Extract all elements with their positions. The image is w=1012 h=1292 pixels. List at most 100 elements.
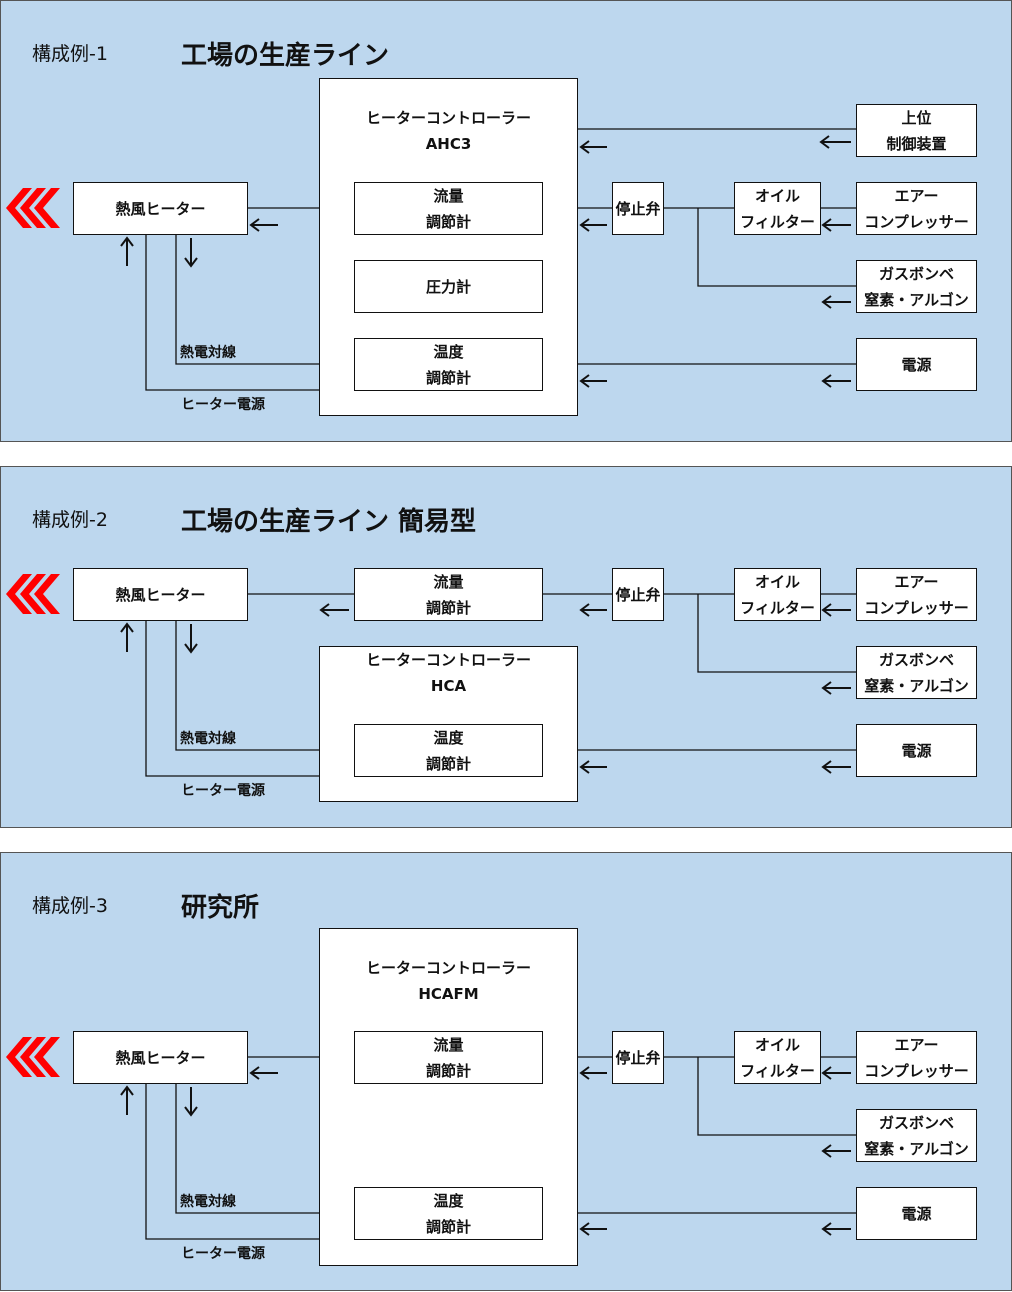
upper-control-label-1: 上位	[901, 108, 932, 127]
gas-cylinder-label-2: 窒素・アルゴン	[864, 1139, 969, 1158]
oil-filter-box: オイル フィルター	[734, 182, 821, 235]
heater-label: 熱風ヒーター	[115, 1048, 206, 1067]
arrow-left-icon	[579, 1066, 607, 1080]
config-label: 構成例-1	[32, 43, 108, 65]
config-panel-2: 構成例-2 工場の生産ライン 簡易型 熱風ヒーター	[0, 466, 1012, 828]
config-panel-1: 構成例-1 工場の生産ライン	[0, 0, 1012, 442]
arrow-left-icon	[579, 140, 607, 154]
power-box: 電源	[856, 338, 977, 391]
flow-meter-label-1: 流量	[433, 572, 464, 591]
oil-filter-label-1: オイル	[754, 572, 800, 591]
pressure-gauge-label: 圧力計	[425, 277, 471, 296]
heater-label: 熱風ヒーター	[115, 199, 206, 218]
config-label: 構成例-3	[32, 895, 108, 917]
flow-meter-label-1: 流量	[433, 1035, 464, 1054]
arrow-down-icon	[184, 238, 198, 268]
temp-controller-label-1: 温度	[433, 342, 464, 361]
hot-air-chevron-icon	[6, 574, 60, 614]
arrow-left-icon	[821, 218, 851, 232]
oil-filter-box: オイル フィルター	[734, 568, 821, 621]
power-box: 電源	[856, 724, 977, 777]
heater-power-label: ヒーター電源	[181, 1246, 265, 1262]
hot-air-heater-box: 熱風ヒーター	[73, 182, 248, 235]
stop-valve-box: 停止弁	[612, 182, 664, 235]
air-compressor-label-1: エアー	[894, 186, 939, 205]
temp-controller-box: 温度 調節計	[354, 1187, 543, 1240]
temp-controller-label-1: 温度	[433, 728, 464, 747]
arrow-left-icon	[579, 1222, 607, 1236]
temp-controller-label-2: 調節計	[425, 754, 471, 773]
arrow-left-icon	[579, 760, 607, 774]
controller-name: ヒーターコントローラー	[365, 651, 531, 669]
hot-air-heater-box: 熱風ヒーター	[73, 1031, 248, 1084]
oil-filter-label-1: オイル	[754, 1035, 800, 1054]
flow-meter-label-2: 調節計	[425, 1061, 471, 1080]
gas-cylinder-box: ガスボンベ 窒素・アルゴン	[856, 646, 977, 699]
controller-name: ヒーターコントローラー	[365, 959, 531, 977]
gas-cylinder-label-1: ガスボンベ	[878, 650, 954, 669]
config-title: 工場の生産ライン 簡易型	[181, 507, 477, 537]
flow-meter-label-1: 流量	[433, 186, 464, 205]
hot-air-heater-box: 熱風ヒーター	[73, 568, 248, 621]
oil-filter-label-2: フィルター	[740, 598, 815, 617]
hot-air-chevron-icon	[6, 188, 60, 228]
arrow-left-icon	[819, 135, 851, 149]
flow-meter-box: 流量 調節計	[354, 182, 543, 235]
gas-cylinder-label-2: 窒素・アルゴン	[864, 290, 969, 309]
pressure-gauge-box: 圧力計	[354, 260, 543, 313]
arrow-left-icon	[821, 1144, 851, 1158]
thermocouple-label: 熱電対線	[180, 731, 236, 747]
flow-meter-label-2: 調節計	[425, 212, 471, 231]
air-compressor-label-2: コンプレッサー	[864, 1061, 969, 1080]
arrow-up-icon	[120, 1085, 134, 1115]
gas-cylinder-label-1: ガスボンベ	[878, 1113, 954, 1132]
flow-meter-box: 流量 調節計	[354, 1031, 543, 1084]
oil-filter-box: オイル フィルター	[734, 1031, 821, 1084]
config-title: 研究所	[181, 893, 260, 923]
stop-valve-box: 停止弁	[612, 568, 664, 621]
arrow-left-icon	[821, 681, 851, 695]
upper-control-box: 上位 制御装置	[856, 104, 977, 157]
power-label: 電源	[901, 355, 932, 374]
arrow-left-icon	[579, 218, 607, 232]
stop-valve-label: 停止弁	[615, 1048, 661, 1067]
air-compressor-label-1: エアー	[894, 1035, 939, 1054]
controller-model: HCA	[430, 677, 467, 695]
arrow-left-icon	[319, 603, 349, 617]
arrow-left-icon	[821, 603, 851, 617]
config-label: 構成例-2	[32, 509, 108, 531]
air-compressor-label-2: コンプレッサー	[864, 598, 969, 617]
heater-label: 熱風ヒーター	[115, 585, 206, 604]
air-compressor-label-1: エアー	[894, 572, 939, 591]
arrow-left-icon	[821, 295, 851, 309]
stop-valve-label: 停止弁	[615, 585, 661, 604]
config-panel-3: 構成例-3 研究所 熱風ヒーター ヒ	[0, 852, 1012, 1291]
arrow-left-icon	[579, 603, 607, 617]
arrow-up-icon	[120, 236, 134, 266]
temp-controller-label-2: 調節計	[425, 1217, 471, 1236]
stop-valve-label: 停止弁	[615, 199, 661, 218]
arrow-up-icon	[120, 622, 134, 652]
gas-cylinder-box: ガスボンベ 窒素・アルゴン	[856, 260, 977, 313]
thermocouple-label: 熱電対線	[180, 1194, 236, 1210]
arrow-left-icon	[821, 1066, 851, 1080]
temp-controller-label-2: 調節計	[425, 368, 471, 387]
hot-air-chevron-icon	[6, 1037, 60, 1077]
upper-control-label-2: 制御装置	[886, 134, 947, 153]
gas-cylinder-label-2: 窒素・アルゴン	[864, 676, 969, 695]
config-title: 工場の生産ライン	[181, 41, 390, 71]
thermocouple-label: 熱電対線	[180, 345, 236, 361]
temp-controller-box: 温度 調節計	[354, 724, 543, 777]
power-label: 電源	[901, 741, 932, 760]
controller-name: ヒーターコントローラー	[365, 109, 531, 127]
gas-cylinder-box: ガスボンベ 窒素・アルゴン	[856, 1109, 977, 1162]
oil-filter-label-2: フィルター	[740, 212, 815, 231]
stop-valve-box: 停止弁	[612, 1031, 664, 1084]
arrow-left-icon	[821, 760, 851, 774]
air-compressor-box: エアー コンプレッサー	[856, 568, 977, 621]
arrow-left-icon	[821, 374, 851, 388]
arrow-left-icon	[249, 1066, 278, 1080]
temp-controller-label-1: 温度	[433, 1191, 464, 1210]
temp-controller-box: 温度 調節計	[354, 338, 543, 391]
air-compressor-box: エアー コンプレッサー	[856, 182, 977, 235]
